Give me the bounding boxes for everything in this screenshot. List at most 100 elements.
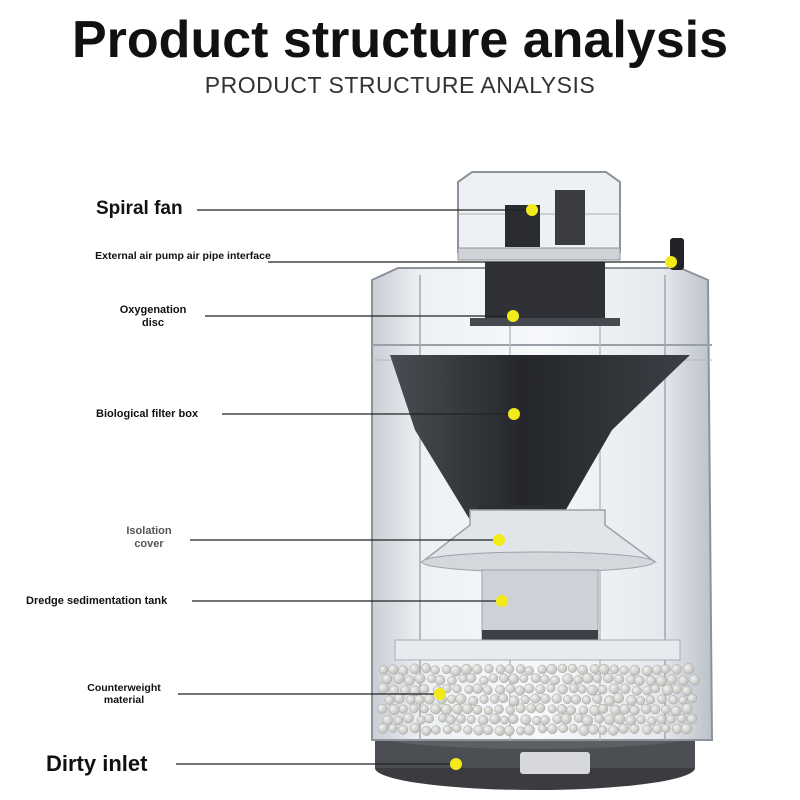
pebble [403,712,414,724]
pebble [498,693,509,704]
pebble [603,672,614,684]
pebble [466,673,477,684]
pebble [588,724,599,735]
pebble [578,724,590,736]
pebble [581,695,592,705]
marker-counterweight [434,688,446,700]
pebble [442,664,452,675]
pebble [660,664,671,674]
pebble [678,695,688,705]
pebble [655,675,667,687]
pebble [619,703,631,715]
pebble [668,695,678,705]
pebble [551,693,562,704]
pebble [613,692,624,704]
page-title: Product structure analysis [72,11,728,69]
pebble [614,674,625,685]
pebble [629,664,641,676]
pebble [661,723,671,734]
isolation-cover-part [419,509,658,573]
pebble [683,663,695,675]
pebble [666,714,676,724]
label-counterweight-material: Counterweight material [87,682,161,707]
pebble [471,664,483,675]
pebble [532,715,542,726]
pebble [562,673,574,685]
pebble [508,695,520,707]
pebble [503,725,515,736]
pebble [530,693,541,704]
pebble [558,723,569,734]
pebble [568,723,578,733]
pebble [519,674,529,683]
pebble [677,713,687,724]
pebble [434,674,446,686]
pebble [479,694,489,704]
spiral-fan-housing [457,171,621,261]
pebble [634,675,645,686]
marker-dredge [496,595,508,607]
pebble [619,683,631,694]
pebble [598,663,610,675]
pebble [641,665,653,677]
pebble [419,684,430,695]
pebble [524,683,535,694]
pebble [597,684,608,695]
label-isolation-cover: Isolation cover [126,525,172,550]
pebble [431,725,441,735]
pebble [483,706,493,716]
pebble [557,663,568,674]
pebble [636,715,646,725]
pebble [455,713,466,724]
pebble [681,685,693,696]
label-dredge-sedimentation-tank: Dredge sedimentation tank [26,595,168,607]
pebble [656,714,667,725]
pebble [382,714,393,726]
pebble [556,704,568,715]
marker-oxygenation [507,310,519,322]
pebble [530,673,541,684]
page-subtitle: PRODUCT STRUCTURE ANALYSIS [204,72,596,98]
pebble [577,664,588,676]
pebble [592,673,602,683]
pebble [505,683,516,694]
pebble [394,715,404,726]
pebble [546,663,558,675]
pebble [508,673,520,685]
pebble [388,704,400,716]
pebble [381,673,393,685]
label-biological-filter-box: Biological filter box [96,408,199,420]
label-oxygenation-disc: Oxygenation disc [119,304,187,329]
pebble [404,675,415,686]
marker-air-pipe [665,256,677,268]
marker-spiral-fan [526,204,538,216]
pebble [464,685,474,694]
pebble [537,664,547,675]
pebble [662,684,674,696]
pebble [514,685,525,696]
counterweight-pebbles [377,663,700,737]
pebble [447,694,457,704]
pebble [539,674,550,685]
pebble [427,674,437,684]
pebble [524,666,534,676]
label-air-pipe-interface: External air pump air pipe interface [95,250,271,262]
pebble [581,714,594,727]
pebble [520,695,530,705]
pebble [686,713,698,724]
pebble [423,693,435,705]
pebble [657,694,667,704]
pebble [438,713,447,723]
pebble [645,695,655,705]
pebble [416,715,426,725]
pebble [398,704,408,714]
pebble [409,663,421,675]
pebble [420,663,432,674]
pebble [378,665,389,675]
pebble [389,685,400,695]
pebble [608,725,619,736]
pebble [650,683,660,694]
pebble [562,694,573,705]
pebble [484,664,494,674]
